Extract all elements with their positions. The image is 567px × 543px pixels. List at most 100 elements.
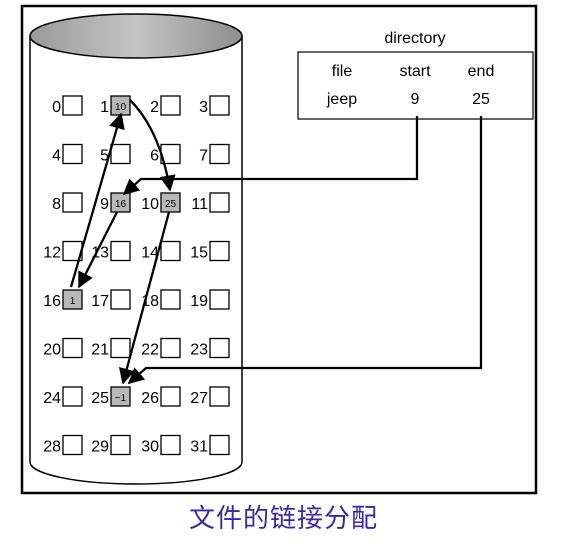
- block-box: [209, 289, 230, 310]
- block-box: [160, 337, 181, 359]
- block-box: [62, 434, 83, 456]
- disk-block-31: 31: [190, 434, 230, 456]
- block-number: 20: [43, 342, 61, 359]
- block-box: [110, 434, 131, 456]
- block-box: [160, 386, 181, 407]
- block-number: 7: [199, 148, 208, 165]
- disk-block-12: 12: [43, 240, 83, 262]
- disk-block-20: 20: [43, 337, 83, 359]
- disk-block-5: 5: [100, 143, 131, 165]
- block-box: [62, 289, 83, 310]
- disk-block-28: 28: [43, 434, 83, 456]
- disk-block-19: 19: [190, 289, 230, 310]
- disk-block-0: 0: [52, 95, 83, 116]
- block-box: [110, 386, 131, 407]
- block-number: 4: [52, 148, 61, 165]
- end-pointer-arrow: [127, 116, 483, 385]
- block-number: 6: [150, 148, 159, 165]
- disk-block-8: 8: [52, 192, 83, 213]
- disk-block-13: 13: [91, 240, 131, 262]
- figure-caption: 文件的链接分配: [188, 504, 378, 534]
- block-box: [62, 337, 83, 359]
- block-box: [62, 143, 83, 165]
- disk-block-7: 7: [199, 143, 230, 165]
- block-number: 5: [100, 148, 109, 165]
- disk-block-15: 15: [190, 240, 230, 262]
- block-number: 25: [91, 390, 109, 407]
- block-number: 29: [91, 439, 109, 456]
- block-number: 14: [141, 245, 159, 262]
- row-end: 25: [472, 91, 490, 108]
- disk-block-24: 24: [43, 386, 83, 407]
- row-start: 9: [411, 91, 420, 108]
- block-number: 30: [141, 439, 159, 456]
- block-number: 3: [199, 99, 208, 116]
- disk-block-22: 22: [141, 337, 181, 359]
- next-pointer-value: 16: [115, 199, 127, 210]
- next-pointer-value: −1: [115, 393, 127, 404]
- next-pointer-value: 1: [70, 296, 76, 307]
- block-number: 1: [100, 99, 109, 116]
- disk-block-23: 23: [190, 337, 230, 359]
- block-box: [209, 192, 230, 213]
- disk-block-4: 4: [52, 143, 83, 165]
- block-number: 0: [52, 99, 61, 116]
- block-number: 10: [141, 196, 159, 213]
- block-number: 2: [150, 99, 159, 116]
- block-box: [209, 337, 230, 359]
- block-number: 26: [141, 390, 159, 407]
- block-number: 31: [190, 439, 208, 456]
- block-number: 24: [43, 390, 61, 407]
- block-number: 21: [91, 342, 109, 359]
- start-pointer-arrow: [122, 116, 419, 196]
- disk-cylinder: [29, 13, 243, 485]
- arrow-10-to-25: [118, 211, 171, 385]
- block-number: 28: [43, 439, 61, 456]
- cylinder-top: [29, 13, 243, 59]
- block-box: [209, 434, 230, 456]
- disk-block-2: 2: [150, 95, 181, 116]
- disk-block-27: 27: [190, 386, 230, 407]
- block-number: 23: [190, 342, 208, 359]
- directory-box: [297, 51, 534, 120]
- disk-block-25: 25 −1: [91, 386, 131, 407]
- block-box: [62, 95, 83, 116]
- block-number: 27: [190, 390, 208, 407]
- cylinder-body: [29, 36, 243, 485]
- block-box: [209, 240, 230, 262]
- header-file: file: [332, 63, 353, 80]
- header-start: start: [399, 63, 431, 80]
- block-number: 22: [141, 342, 159, 359]
- block-box: [209, 95, 230, 116]
- block-box: [209, 143, 230, 165]
- block-box: [110, 240, 131, 262]
- chain-arrows: [69, 99, 483, 385]
- block-number: 11: [191, 196, 208, 213]
- block-number: 15: [190, 245, 208, 262]
- block-number: 19: [190, 293, 208, 310]
- directory-table: directory file start end jeep 9 25: [297, 30, 534, 120]
- block-box: [160, 434, 181, 456]
- block-number: 17: [91, 293, 109, 310]
- block-number: 12: [43, 245, 61, 262]
- block-box: [110, 337, 131, 359]
- block-number: 8: [52, 196, 61, 213]
- disk-block-30: 30: [141, 434, 181, 456]
- directory-title: directory: [384, 30, 445, 47]
- disk-block-21: 21: [91, 337, 131, 359]
- outer-frame: [20, 4, 538, 495]
- row-file: jeep: [326, 91, 357, 108]
- block-box: [110, 192, 131, 213]
- block-box: [160, 95, 181, 116]
- disk-block-11: 11: [191, 192, 230, 213]
- next-pointer-value: 25: [165, 199, 177, 210]
- disk-block-29: 29: [91, 434, 131, 456]
- block-box: [62, 386, 83, 407]
- header-end: end: [468, 63, 495, 80]
- block-box: [160, 192, 181, 213]
